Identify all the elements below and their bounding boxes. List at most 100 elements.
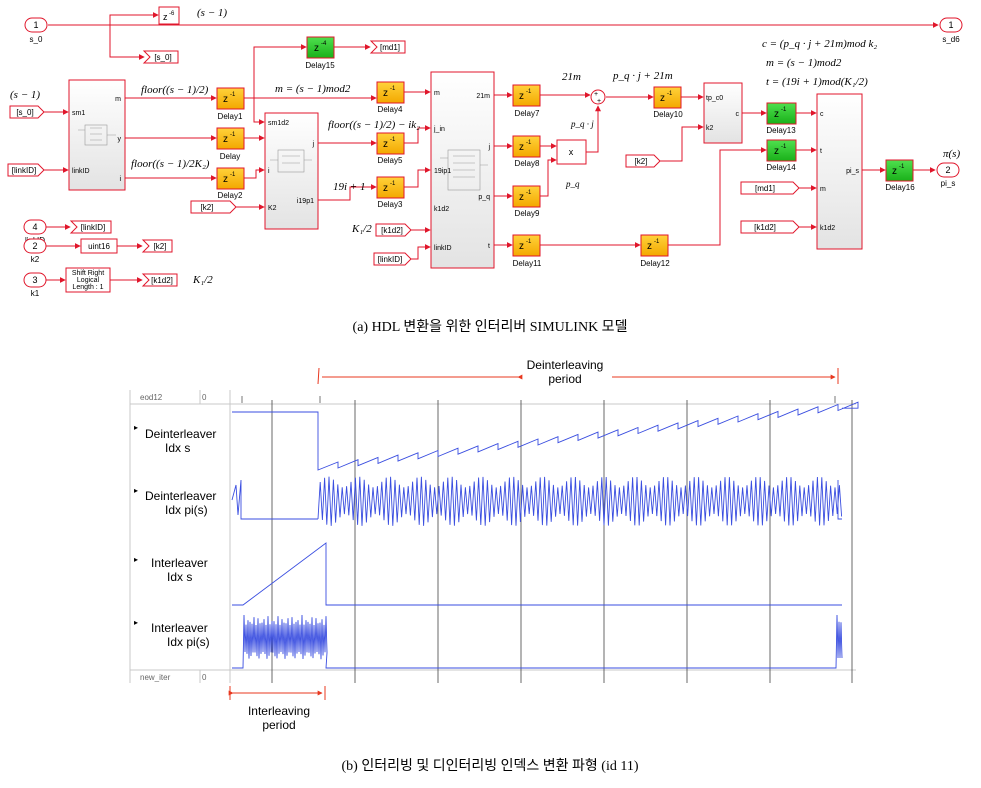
delay13-block[interactable]: z-1 Delay13 — [766, 102, 797, 135]
inport-k1[interactable]: 3 k1 — [23, 272, 47, 298]
delay-z6-block[interactable]: z -6 — [158, 6, 180, 25]
subsystem-1[interactable]: sm1 linkID m y i — [68, 79, 126, 191]
label-s-minus-1-left: (s − 1) — [10, 89, 40, 101]
outport-sd6[interactable]: 1 s_d6 — [939, 17, 963, 44]
goto-tag-k2[interactable]: [k2] — [141, 239, 173, 253]
svg-text:2: 2 — [945, 165, 950, 175]
expand-arrow-icon[interactable]: ▸ — [134, 555, 138, 564]
delay3-block[interactable]: z-1 Delay3 — [376, 176, 405, 209]
subsystem-5[interactable]: c t m k1d2 pi_s — [816, 93, 863, 250]
svg-text:linkID: linkID — [72, 168, 90, 175]
svg-text:Delay9: Delay9 — [515, 209, 540, 218]
from-tag-k2-b[interactable]: [k2] — [625, 154, 661, 168]
svg-text:Delay8: Delay8 — [515, 159, 540, 168]
delay11-block[interactable]: z-1 Delay11 — [512, 234, 542, 268]
delay10-block[interactable]: z-1 Delay10 — [653, 86, 683, 119]
goto-tag-md1[interactable]: [md1] — [369, 40, 406, 54]
svg-text:-1: -1 — [781, 107, 787, 113]
label-m-eq2: m = (s − 1)mod2 — [766, 57, 842, 69]
svg-text:-1: -1 — [526, 190, 532, 196]
svg-text:sm1: sm1 — [72, 110, 85, 117]
from-tag-linkid-a[interactable]: [linkID] — [373, 252, 412, 266]
svg-text:[k1d2]: [k1d2] — [151, 276, 173, 285]
svg-text:tp_c0: tp_c0 — [706, 95, 723, 102]
svg-text:-4: -4 — [321, 41, 327, 47]
from-tag-s0[interactable]: [s_0] — [9, 105, 45, 119]
svg-text:-1: -1 — [230, 92, 236, 98]
delay5-block[interactable]: z-1 Delay5 — [376, 132, 405, 165]
svg-text:j: j — [487, 144, 490, 151]
delay14-block[interactable]: z-1 Delay14 — [766, 139, 797, 172]
delay2-block[interactable]: z-1 Delay2 — [216, 167, 245, 200]
svg-text:-1: -1 — [654, 239, 660, 245]
caption-a: (a) HDL 변환을 위한 인터리버 SIMULINK 모델 — [353, 319, 628, 335]
uint16-convert-block[interactable]: uint16 — [80, 238, 118, 254]
svg-text:[k2]: [k2] — [201, 203, 214, 212]
expand-arrow-icon[interactable]: ▸ — [134, 486, 138, 495]
svg-text:z: z — [163, 12, 168, 22]
svg-text:3: 3 — [32, 275, 37, 285]
sum-block[interactable]: + + — [590, 89, 606, 105]
svg-text:-1: -1 — [390, 137, 396, 143]
label-c-eq: c = (p_q · j + 21m)mod k₂ — [762, 38, 877, 50]
delay-block[interactable]: z-1 Delay — [216, 127, 245, 161]
delay9-block[interactable]: z-1 Delay9 — [512, 185, 541, 218]
svg-text:z: z — [383, 183, 388, 194]
svg-text:+: + — [597, 98, 601, 105]
svg-text:j: j — [311, 141, 314, 148]
from-tag-k2-a[interactable]: [k2] — [190, 200, 237, 214]
svg-text:-1: -1 — [390, 181, 396, 187]
delay1-block[interactable]: z-1 Delay1 — [216, 87, 245, 121]
delay16-block[interactable]: z-1 Delay16 — [885, 159, 915, 192]
from-tag-md1[interactable]: [md1] — [740, 181, 800, 195]
subsystem-3[interactable]: m j_in 19ip1 k1d2 linkID 21m j p_q t — [430, 71, 495, 269]
delay12-block[interactable]: z-1 Delay12 — [640, 234, 670, 268]
inport-k2[interactable]: 2 k2 — [23, 238, 47, 264]
delay4-block[interactable]: z-1 Delay4 — [376, 81, 405, 114]
svg-text:Delay2: Delay2 — [218, 191, 243, 200]
svg-text:z: z — [383, 88, 388, 99]
subsystem-2[interactable]: sm1d2 i K2 j i19p1 — [264, 112, 319, 230]
goto-tag-s0[interactable]: [s_0] — [142, 50, 179, 64]
svg-text:4: 4 — [32, 222, 37, 232]
svg-text:z: z — [647, 241, 652, 252]
delay7-block[interactable]: z-1 Delay7 — [512, 84, 541, 118]
subsystem-4[interactable]: tp_c0 k2 c — [703, 82, 743, 144]
label-t-eq: t = (19i + 1)mod(K₁/2) — [766, 76, 868, 88]
inport-s0[interactable]: 1 s_0 — [24, 17, 48, 44]
svg-text:[k2]: [k2] — [154, 242, 167, 251]
svg-text:j_in: j_in — [433, 126, 445, 133]
signal-deint-s-label-1: Deinterleaver — [145, 427, 216, 441]
svg-text:-1: -1 — [526, 140, 532, 146]
svg-text:t: t — [820, 148, 822, 155]
from-tag-k1d2-b[interactable]: [k1d2] — [740, 220, 800, 234]
deinterleaver-idx-pi-trace — [231, 476, 843, 526]
from-tag-linkid[interactable]: [linkID] — [7, 163, 45, 177]
svg-text:z: z — [774, 146, 779, 157]
label-pqj: p_q · j — [570, 119, 594, 129]
svg-text:pi_s: pi_s — [846, 168, 859, 175]
expand-arrow-icon[interactable]: ▸ — [134, 618, 138, 627]
label-floor1: floor((s − 1)/2) — [141, 84, 209, 96]
svg-text:z: z — [223, 134, 228, 145]
product-block[interactable]: x — [556, 139, 587, 165]
from-tag-k1d2-a[interactable]: [k1d2] — [375, 223, 412, 237]
goto-tag-k1d2[interactable]: [k1d2] — [141, 273, 178, 287]
svg-text:Deinterleaving: Deinterleaving — [527, 358, 604, 372]
delay8-block[interactable]: z-1 Delay8 — [512, 135, 541, 168]
shift-right-block[interactable]: Shift Right Logical Length : 1 — [65, 267, 111, 293]
svg-text:[k1d2]: [k1d2] — [754, 223, 776, 232]
svg-text:z: z — [519, 192, 524, 203]
svg-text:-1: -1 — [230, 132, 236, 138]
goto-tag-linkid[interactable]: [linkID] — [69, 220, 112, 234]
svg-text:period: period — [262, 718, 295, 732]
svg-text:c: c — [736, 111, 740, 118]
svg-text:Delay10: Delay10 — [653, 110, 683, 119]
signal-int-pi-label-2: Idx pi(s) — [167, 635, 210, 649]
label-pq: p_q — [565, 179, 580, 189]
delay15-block[interactable]: z-4 Delay15 — [305, 36, 335, 70]
outport-pis[interactable]: 2 pi_s — [936, 162, 960, 188]
expand-arrow-icon[interactable]: ▸ — [134, 423, 138, 432]
svg-text:Length : 1: Length : 1 — [72, 284, 103, 291]
